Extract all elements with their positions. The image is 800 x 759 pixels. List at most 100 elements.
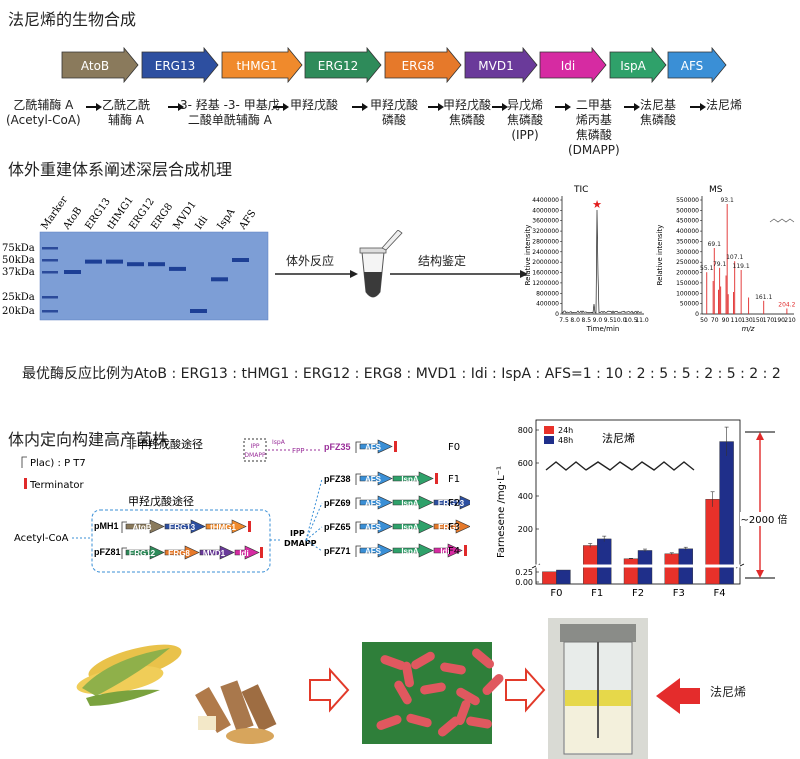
step-structure-label: 结构鉴定: [418, 252, 466, 269]
dmapp-hub: DMAPP: [284, 539, 317, 548]
gene-ispa: IspA: [393, 496, 433, 509]
tic-title: TIC: [573, 185, 588, 195]
strain-label: F0: [448, 442, 460, 453]
lane-label: AFS: [237, 208, 259, 232]
farnesene-structure-icon: [546, 462, 694, 470]
plasmid-pfz65: pFZ65: [324, 522, 351, 532]
tic-ytick: 2800000: [532, 238, 559, 245]
enzyme-label: ERG12: [318, 59, 359, 73]
ms-ytick: 400000: [676, 228, 699, 235]
dmapp-small: DMAPP: [244, 452, 266, 459]
svg-text:IspA: IspA: [401, 475, 419, 484]
ms-xtick: 50: [700, 317, 708, 324]
promoter-icon: [22, 457, 27, 468]
ms-peak-label: 55.1: [700, 265, 714, 272]
marker-band: [42, 247, 58, 250]
bar: [665, 554, 679, 584]
compound-arrows: [0, 98, 800, 118]
tic-chromatogram: TIC4400000400000036000003200000280000024…: [522, 182, 652, 332]
protein-band: [148, 262, 165, 266]
terminator-icon: [464, 545, 467, 556]
svg-text:tHMG1: tHMG1: [210, 523, 236, 532]
svg-text:IspA: IspA: [401, 523, 419, 532]
tic-xtick: 7.5: [559, 317, 569, 324]
hollow-arrow-icon: [506, 670, 544, 710]
svg-text:ERG13: ERG13: [169, 523, 196, 532]
enzyme-erg12: ERG12: [305, 48, 381, 82]
ms-ytick: 450000: [676, 218, 699, 225]
fold-label: ~2000 倍: [740, 513, 787, 526]
red-arrow-icon: [656, 678, 700, 714]
arrow-right-icon: [362, 103, 368, 111]
bar: [542, 572, 556, 584]
svg-text:AFS: AFS: [365, 547, 382, 556]
strain-label: F1: [448, 474, 460, 485]
ms-ytick: 500000: [676, 207, 699, 214]
svg-text:Idi: Idi: [239, 549, 248, 558]
ms-ytick: 50000: [680, 301, 699, 308]
x-category-label: F2: [632, 588, 644, 599]
ms-xtick: 210: [784, 317, 796, 324]
fermenter-image: [548, 618, 648, 759]
tic-ytick: 1200000: [532, 280, 559, 287]
section-title-invitro: 体外重建体系阐述深层合成机理: [8, 156, 232, 180]
corn-icon: [75, 637, 185, 706]
farnesene-bar-chart: 8006004002000.250.00Farnesene /mg·L⁻¹24h…: [490, 412, 790, 602]
tube-icon: [360, 230, 402, 297]
protein-band: [190, 309, 207, 313]
ms-peak-label: 204.2: [778, 302, 795, 309]
gene-afs: AFS: [360, 496, 392, 509]
star-icon: ★: [592, 198, 602, 211]
enzyme-idi: Idi: [540, 48, 606, 82]
gene-afs: AFS: [360, 440, 392, 453]
enzyme-thmg1: tHMG1: [222, 48, 302, 82]
marker-label: 50kDa: [2, 255, 35, 266]
y-tick-label: 400: [518, 492, 533, 501]
fpp-label: FPP: [292, 447, 304, 455]
legend-terminator: Terminator: [29, 480, 85, 491]
acetyl-coa-label: Acetyl-CoA: [14, 533, 69, 544]
protein-band: [85, 260, 102, 264]
x-category-label: F3: [673, 588, 685, 599]
farnesene-structure-icon: [770, 219, 794, 222]
tic-ytick: 3200000: [532, 228, 559, 235]
strain-label: F3: [448, 522, 460, 533]
mva-box: [92, 510, 270, 572]
arrow-right-icon: [634, 103, 640, 111]
marker-band: [42, 296, 58, 299]
tic-ytick: 3600000: [532, 218, 559, 225]
section-title-biosynthesis: 法尼烯的生物合成: [8, 6, 136, 30]
plasmid-pfz81: pFZ81: [94, 547, 121, 557]
tic-ytick: 2400000: [532, 249, 559, 256]
enzyme-atob: AtoB: [62, 48, 138, 82]
lane-label: IspA: [215, 206, 237, 232]
enzyme-label: ERG8: [402, 59, 435, 73]
svg-text:IspA: IspA: [401, 499, 419, 508]
arrow-right-icon: [700, 103, 706, 111]
compound-text: 焦磷酸: [568, 128, 620, 143]
optimal-ratio-text: 最优酶反应比例为AtoB : ERG13 : tHMG1 : ERG12 : E…: [22, 363, 781, 383]
enzyme-label: AFS: [681, 59, 704, 73]
strain-label: F4: [448, 546, 460, 557]
protein-band: [169, 267, 186, 271]
ispa-small: IspA: [272, 439, 286, 446]
svg-text:AFS: AFS: [365, 443, 382, 452]
enzyme-label: ERG13: [155, 59, 196, 73]
mass-spectrum: MS55000050000045000040000035000030000025…: [654, 182, 800, 332]
protein-band: [127, 262, 144, 266]
svg-text:ERG12: ERG12: [129, 549, 156, 558]
svg-text:AFS: AFS: [365, 523, 382, 532]
marker-label: 20kDa: [2, 306, 35, 317]
ms-peak-label: 79.1: [713, 261, 727, 268]
gel-body: [40, 232, 268, 320]
marker-label: 75kDa: [2, 243, 35, 254]
terminator-icon: [24, 478, 27, 489]
arrow-right-icon: [178, 103, 184, 111]
marker-label: 25kDa: [2, 292, 35, 303]
arrow-right-icon: [96, 103, 102, 111]
terminator-icon: [435, 473, 438, 484]
gene-afs: AFS: [360, 544, 392, 557]
marker-band: [42, 310, 58, 313]
gene-ispa: IspA: [393, 520, 433, 533]
legend-promoter: Plac) : P T7: [30, 458, 86, 469]
